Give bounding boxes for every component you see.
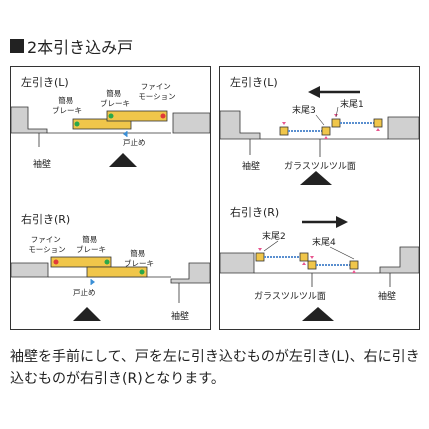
left-bottom-fine-motion-l2: モーション — [28, 245, 65, 254]
left-top-right-wall — [172, 112, 210, 134]
right-bottom-right-arrow-icon — [336, 216, 348, 228]
left-top-label: 左引き(L) — [21, 75, 69, 89]
left-panel-diagram: 左引き(L) ファイン モーション 簡易 ブレーキ 簡易 ブレーキ 戸止め 袖壁 — [11, 75, 210, 322]
right-bottom-fitting-d — [349, 260, 359, 270]
right-top-sleeve-wall-label: 袖壁 — [242, 160, 260, 172]
right-top-left-arrow-icon — [308, 86, 320, 98]
left-bottom-brake-label-2: 簡易 ブレーキ — [124, 248, 154, 268]
right-top-pink-marker-1 — [282, 122, 286, 125]
right-top-viewpoint-triangle — [300, 171, 332, 185]
left-bottom-door-stop-label: 戸止め — [73, 287, 96, 297]
left-bottom-fine-motion-dot — [53, 259, 59, 265]
right-bottom-viewpoint-triangle — [302, 307, 334, 321]
left-top-brake-dot-2 — [108, 113, 114, 119]
left-panel: 左引き(L) ファイン モーション 簡易 ブレーキ 簡易 ブレーキ 戸止め 袖壁 — [10, 66, 211, 330]
right-bottom-end4-label: 末尾4 — [312, 236, 336, 248]
left-top-sleeve-wall-label: 袖壁 — [33, 158, 51, 170]
right-bottom-glass-surface-label: ガラスツルツル面 — [254, 291, 326, 302]
right-bottom-left-wall — [220, 252, 255, 274]
left-top-brake2-l2: ブレーキ — [100, 98, 130, 108]
left-bottom-brake1-l2: ブレーキ — [76, 244, 106, 254]
left-bottom-brake2-l1: 簡易 — [130, 248, 145, 258]
left-bottom-door-back — [50, 256, 112, 268]
left-top-left-wall — [11, 106, 48, 134]
page-title: 2本引き込み戸 — [10, 34, 133, 58]
right-top-fitting-d — [373, 118, 383, 128]
right-bottom-fitting-c — [307, 260, 317, 270]
left-top-fine-motion-label: ファイン モーション — [138, 82, 175, 101]
left-top-brake-label-2: 簡易 ブレーキ — [100, 88, 130, 108]
left-top-brake1-l2: ブレーキ — [52, 105, 82, 115]
left-bottom-left-wall — [11, 262, 49, 278]
left-bottom-brake-dot-1 — [104, 259, 110, 265]
right-bottom-fitting-b — [299, 252, 309, 262]
right-top-right-wall — [387, 116, 419, 140]
left-top-brake-dot-1 — [74, 121, 80, 127]
right-top-end3-leader — [315, 114, 325, 126]
left-top-door-stop-label: 戸止め — [123, 137, 146, 147]
right-bottom-label: 右引き(R) — [230, 205, 279, 219]
left-bottom-fine-motion-l1: ファイン — [31, 235, 61, 244]
left-bottom-brake-dot-2 — [139, 269, 145, 275]
right-bottom-pink-marker-2 — [310, 256, 314, 259]
left-bottom-right-wall — [170, 262, 210, 284]
caption-text: 袖壁を手前にして、戸を左に引き込むものが左引き(L)、右に引き込むものが右引き(… — [10, 349, 420, 387]
title-square-icon — [10, 39, 24, 53]
right-bottom-right-wall — [379, 246, 419, 274]
left-top-fine-motion-dot — [160, 113, 166, 119]
left-top-brake-label-1: 簡易 ブレーキ — [52, 95, 82, 115]
right-top-pink-marker-3 — [324, 136, 328, 139]
left-top-viewpoint-triangle — [109, 153, 137, 167]
left-bottom-label: 右引き(R) — [21, 212, 70, 226]
left-bottom-sleeve-wall-label: 袖壁 — [171, 310, 189, 322]
right-bottom-pink-marker-1 — [258, 248, 262, 251]
right-bottom-end2-leader — [263, 240, 279, 252]
left-top-fine-motion-l2: モーション — [138, 92, 175, 101]
right-top-glass-surface-label: ガラスツルツル面 — [284, 161, 356, 172]
right-top-fitting-a — [279, 126, 289, 136]
right-top-left-wall — [220, 110, 261, 140]
left-top-brake2-l1: 簡易 — [106, 88, 121, 98]
right-bottom-pink-marker-3 — [302, 262, 306, 265]
left-top-fine-motion-l1: ファイン — [141, 82, 171, 91]
right-panel-diagram: 左引き(L) 末尾1 末尾3 袖壁 ガラスツルツル面 右引き(R) — [220, 75, 419, 321]
left-top-door-front — [72, 118, 132, 130]
right-bottom-sleeve-wall-label: 袖壁 — [378, 290, 396, 302]
right-top-end3-label: 末尾3 — [292, 104, 316, 116]
right-top-pink-marker-4 — [376, 128, 380, 131]
left-top-brake1-l1: 簡易 — [58, 95, 73, 105]
left-top-door-back — [106, 110, 168, 122]
right-panel: 左引き(L) 末尾1 末尾3 袖壁 ガラスツルツル面 右引き(R) — [219, 66, 420, 330]
right-bottom-end2-label: 末尾2 — [262, 230, 286, 242]
title-text: 2本引き込み戸 — [27, 38, 134, 57]
left-bottom-brake1-l1: 簡易 — [82, 234, 97, 244]
left-bottom-fine-motion-label: ファイン モーション — [28, 235, 65, 254]
left-bottom-viewpoint-triangle — [73, 307, 101, 321]
left-bottom-door-front — [86, 266, 148, 278]
left-bottom-door-stop-arrow — [91, 279, 95, 285]
left-top-door-stop-arrow — [123, 131, 127, 137]
right-top-label: 左引き(L) — [230, 75, 278, 89]
right-bottom-pink-marker-4 — [352, 270, 356, 273]
right-top-fitting-c — [331, 118, 341, 128]
right-bottom-fitting-a — [255, 252, 265, 262]
left-bottom-brake2-l2: ブレーキ — [124, 258, 154, 268]
right-top-end1-label: 末尾1 — [340, 98, 364, 110]
right-bottom-end4-leader — [329, 246, 355, 260]
right-top-fitting-b — [321, 126, 331, 136]
right-top-end1-leader — [335, 106, 339, 118]
left-bottom-brake-label-1: 簡易 ブレーキ — [76, 234, 106, 254]
